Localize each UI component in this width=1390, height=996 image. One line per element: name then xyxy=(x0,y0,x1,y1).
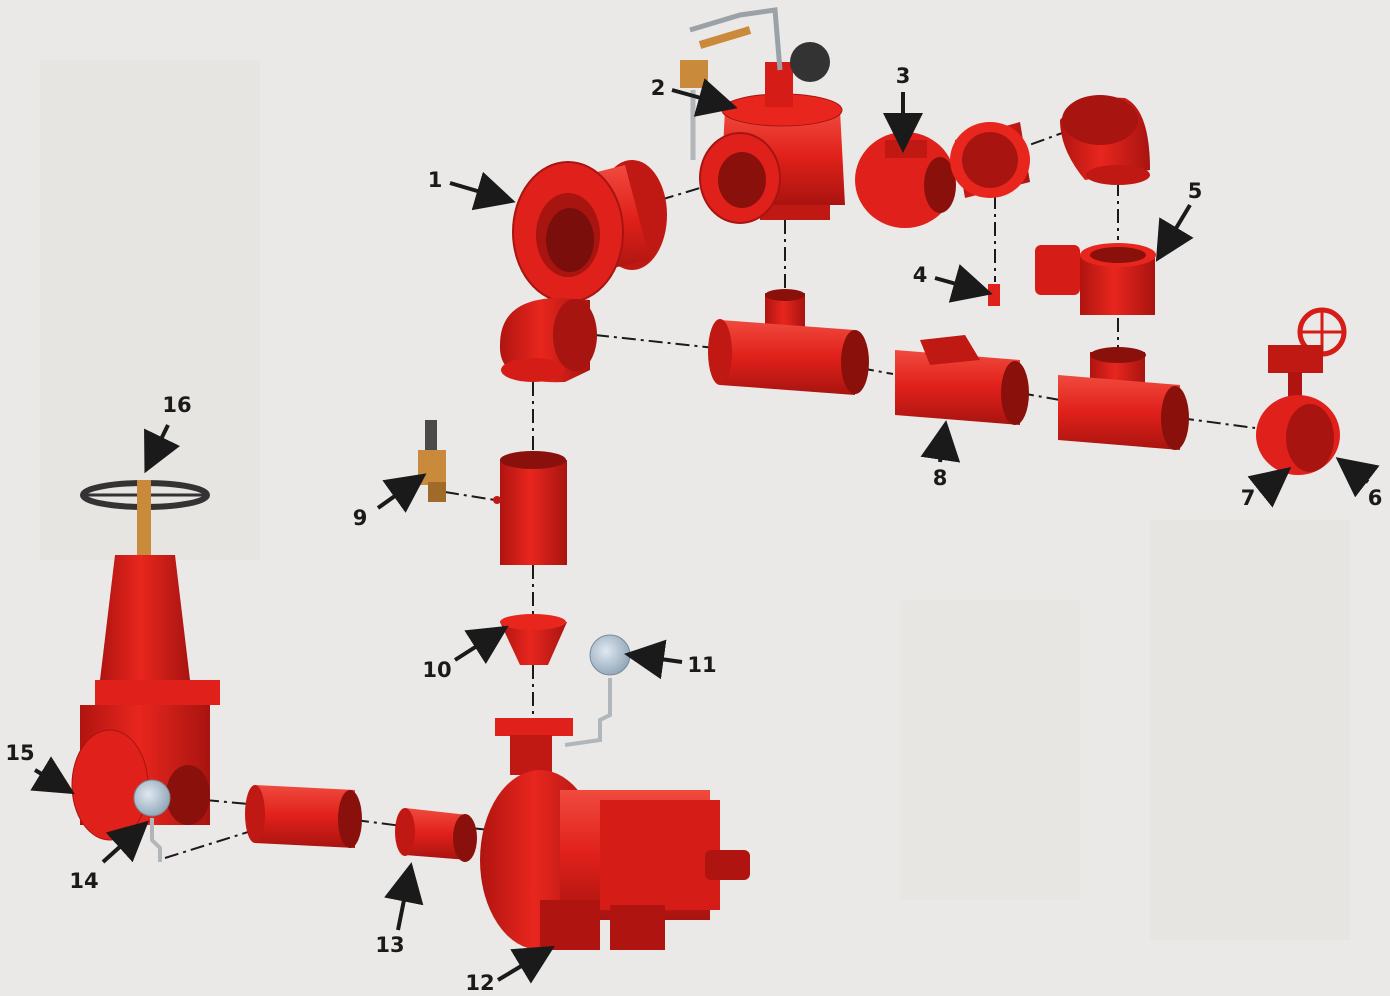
connection-lines xyxy=(164,131,1256,859)
grooved-tee-right xyxy=(1058,347,1189,450)
part-11-pressure-gauge xyxy=(564,634,631,747)
arrow-2 xyxy=(671,78,738,117)
callout-label-1: 1 xyxy=(428,168,443,192)
arrow-1 xyxy=(449,171,516,211)
callout-label-7: 7 xyxy=(1241,486,1256,510)
part-8-check-valve xyxy=(895,335,1029,425)
callout-label-13: 13 xyxy=(375,933,404,957)
arrow-14 xyxy=(101,820,149,864)
callout-label-11: 11 xyxy=(687,653,716,677)
callout-label-9: 9 xyxy=(353,506,368,530)
callout-label-4: 4 xyxy=(913,263,928,287)
arrow-5 xyxy=(1155,203,1194,262)
grooved-coupling-top xyxy=(950,122,1030,198)
vertical-pipe-nipple xyxy=(493,451,567,565)
part-12-fire-pump-and-motor xyxy=(480,718,750,950)
callout-label-3: 3 xyxy=(896,64,911,88)
arrow-6 xyxy=(1335,457,1380,498)
part-9-relief-valve xyxy=(418,420,446,502)
arrow-10 xyxy=(453,625,509,665)
callout-label-16: 16 xyxy=(162,393,191,417)
callout-label-6: 6 xyxy=(1368,486,1383,510)
arrow-12 xyxy=(496,945,555,984)
part-2-control-valve xyxy=(680,7,845,224)
arrow-11 xyxy=(624,639,683,680)
callout-label-2: 2 xyxy=(651,76,666,100)
background-scenery xyxy=(40,60,1350,940)
callout-label-5: 5 xyxy=(1188,179,1203,203)
part-13-reducing-coupling xyxy=(395,808,477,862)
part-6-7-butterfly-valve xyxy=(1256,307,1347,475)
arrow-7 xyxy=(1247,467,1292,508)
grooved-tee-main xyxy=(708,289,869,395)
elbow-fitting-upper-left xyxy=(499,298,597,383)
callout-labels: 1 2 3 4 5 6 7 8 9 10 11 12 13 14 15 16 xyxy=(5,64,1382,995)
callout-label-8: 8 xyxy=(933,466,948,490)
callout-label-12: 12 xyxy=(465,971,494,995)
arrow-13 xyxy=(384,862,424,931)
callout-label-15: 15 xyxy=(5,741,34,765)
arrow-8 xyxy=(920,420,961,463)
callout-arrows xyxy=(30,78,1380,984)
pipe-spool-suction xyxy=(245,785,362,848)
arrow-15 xyxy=(30,756,75,795)
elbow-fitting-top-right xyxy=(1060,95,1150,185)
part-4-small-fitting xyxy=(988,284,1000,306)
part-14-suction-gauge xyxy=(133,779,171,862)
arrow-16 xyxy=(144,424,181,474)
part-5-flex-coupling xyxy=(1035,243,1156,315)
part-3-grooved-tee xyxy=(855,132,956,228)
callout-label-10: 10 xyxy=(422,658,451,682)
arrow-4 xyxy=(934,264,993,303)
part-10-eccentric-reducer xyxy=(500,614,567,665)
callout-label-14: 14 xyxy=(69,869,98,893)
arrow-9 xyxy=(376,473,427,513)
part-1-flanged-reducer xyxy=(512,160,667,303)
